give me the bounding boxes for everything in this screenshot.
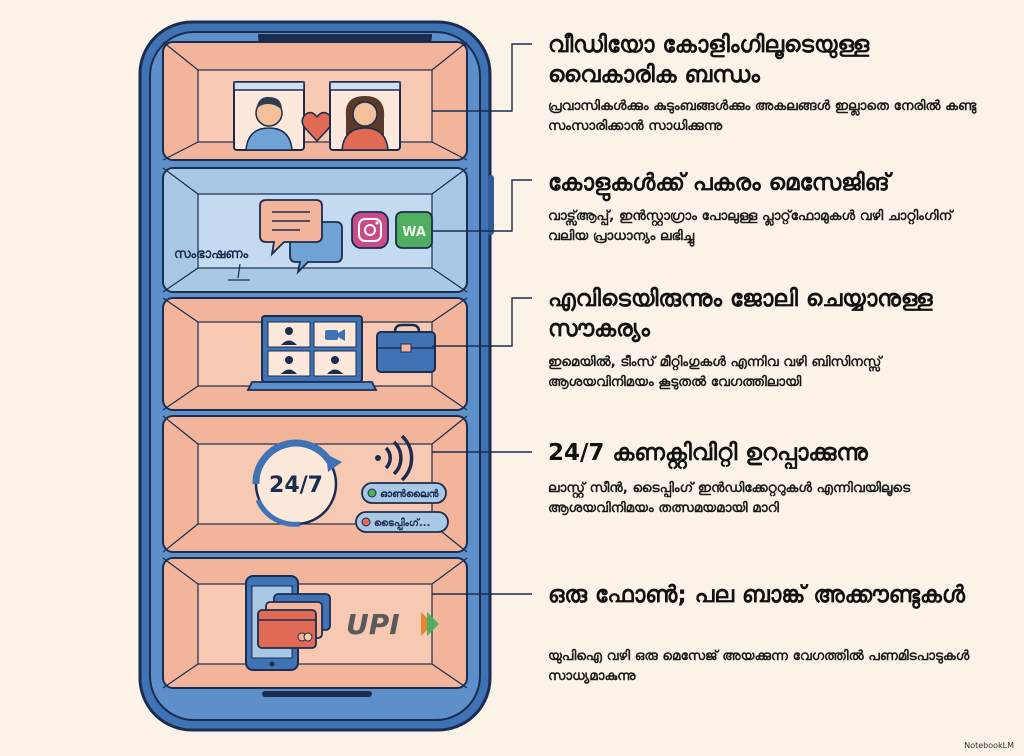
panel-messaging: WA സംഭാഷണം bbox=[162, 167, 468, 293]
card-icon bbox=[257, 593, 331, 649]
panel-video-call bbox=[162, 41, 468, 161]
upi-logo-icon: UPI bbox=[346, 608, 439, 641]
whatsapp-label: WA bbox=[402, 225, 426, 240]
briefcase-icon bbox=[376, 323, 436, 373]
section-desc-remote-work: ഇമെയിൽ, ടീംസ് മീറ്റിംഗുകൾ എന്നിവ വഴി ബിസ… bbox=[548, 354, 882, 390]
section-title-messaging: കോളുകൾക്ക് പകരം മെസേജിങ് bbox=[548, 170, 890, 196]
section-title-upi: ഒരു ഫോൺ; പല ബാങ്ക് അക്കൗണ്ടുകൾ bbox=[548, 582, 965, 608]
online-status-label: ഓൺലൈൻ bbox=[380, 488, 440, 500]
panel-connectivity: 24/7 ഓൺലൈൻ ടൈപ്പിംഗ്... bbox=[162, 415, 468, 553]
typing-status-label: ടൈപ്പിംഗ്... bbox=[374, 516, 430, 530]
conversation-label: സംഭാഷണം bbox=[174, 247, 249, 262]
section-title-video-calling: വീഡിയോ കോളിംഗിലൂടെയുള്ള വൈകാരിക ബന്ധം bbox=[548, 32, 870, 88]
camera-icon bbox=[325, 329, 345, 341]
watermark: NotebookLM bbox=[964, 741, 1014, 750]
clock-icon: 24/7 bbox=[252, 439, 342, 527]
section-title-connectivity: 24/7 കണക്റ്റിവിറ്റി ഉറപ്പാക്കുന്നു bbox=[548, 440, 868, 466]
home-indicator bbox=[262, 691, 372, 697]
person-icon bbox=[245, 96, 293, 151]
whatsapp-icon: WA bbox=[395, 211, 433, 249]
panel-upi: UPI bbox=[162, 557, 468, 689]
video-call-icon bbox=[246, 315, 378, 391]
section-desc-video-calling: പ്രവാസികൾക്കും കുടുംബങ്ങൾക്കും അകലങ്ങൾ ഇ… bbox=[548, 98, 977, 134]
online-status-pill bbox=[361, 482, 447, 504]
wifi-signal-icon bbox=[375, 434, 414, 482]
person-icon bbox=[341, 96, 389, 151]
section-title-remote-work: എവിടെയിരുന്നും ജോലി ചെയ്യാനുള്ള സൗകര്യം bbox=[548, 286, 933, 342]
clock-label: 24/7 bbox=[269, 473, 323, 498]
section-desc-connectivity: ലാസ്റ്റ് സീൻ, ടൈപ്പിംഗ് ഇൻഡിക്കേറ്ററുകൾ … bbox=[548, 480, 911, 516]
panel-remote-work bbox=[162, 297, 468, 411]
section-desc-upi: യുപിഐ വഴി ഒരു മെസേജ് അയക്കുന്ന വേഗത്തിൽ … bbox=[548, 648, 970, 684]
chat-bubble-icon bbox=[259, 199, 343, 275]
section-desc-messaging: വാട്സ്ആപ്പ്, ഇൻസ്റ്റാഗ്രാം പോലുള്ള പ്ലാറ… bbox=[548, 208, 953, 244]
instagram-icon bbox=[351, 211, 389, 249]
typing-status-pill bbox=[355, 511, 449, 533]
connectors bbox=[432, 43, 532, 595]
upi-label: UPI bbox=[346, 608, 400, 641]
